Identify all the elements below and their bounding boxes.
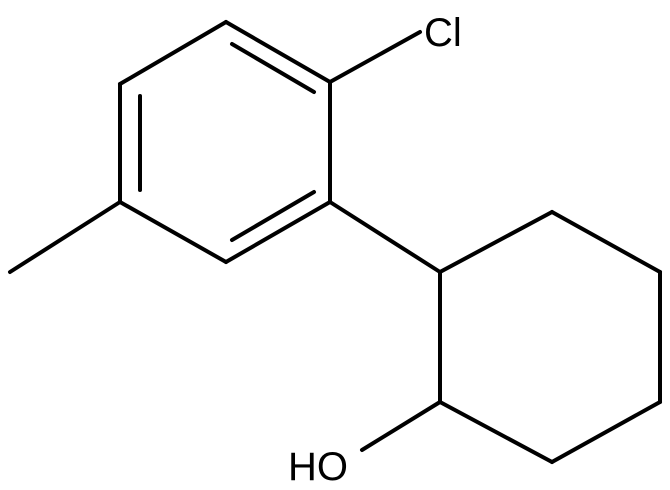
bond-r2-r3 (550, 210, 662, 274)
chlorine-label: Cl (424, 11, 462, 55)
bond-r5-r6 (438, 400, 554, 464)
bond-aryl-cyclohexyl (328, 200, 442, 274)
bond-c6-c1 (118, 20, 228, 86)
bond-c4-c5 (118, 200, 228, 264)
bond-r4-r5 (550, 400, 662, 464)
double-bond-c3-c4 (230, 190, 316, 242)
bond-c-hydroxyl (360, 400, 442, 452)
double-bond-c1-c2 (230, 42, 316, 94)
hydroxyl-label: HO (288, 445, 348, 489)
bond-methyl (8, 200, 122, 274)
benzene-ring (118, 20, 332, 264)
cyclohexane-ring (438, 210, 662, 464)
bond-c1-c2 (224, 20, 332, 84)
bond-r1-r2 (438, 210, 554, 274)
bond-c3-c4 (224, 200, 332, 264)
bond-c2-chlorine (328, 30, 422, 84)
